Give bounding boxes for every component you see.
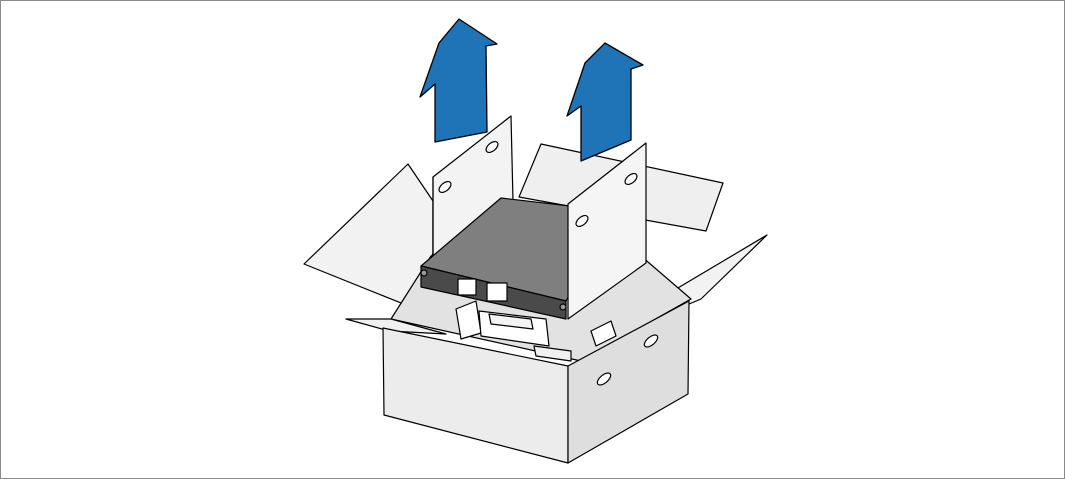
lift-up-arrow-icon — [566, 42, 644, 162]
lift-up-arrow-icon — [419, 18, 498, 143]
foam-end-cap-left — [432, 115, 514, 264]
carton-front-left-flap — [345, 318, 447, 335]
carton-hand-hole — [643, 334, 659, 348]
foam-insert-front — [455, 300, 617, 362]
foam-end-cap-right — [567, 142, 647, 320]
carton-right-face — [567, 300, 690, 464]
carton-hand-hole — [596, 372, 612, 386]
